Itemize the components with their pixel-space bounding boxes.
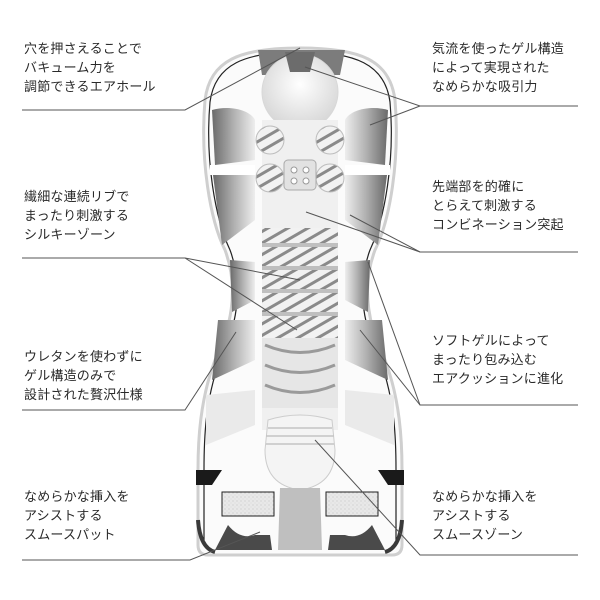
callout-line: 設計された贅沢仕様 <box>24 388 143 403</box>
callout-line: 繊細な連続リブで <box>24 190 130 205</box>
callout-line: ソフトゲルによって <box>432 334 550 349</box>
callout-soft-gel-cushion: ソフトゲルによって まったり包み込む エアクッションに進化 <box>432 332 563 389</box>
callout-silky-zone: 繊細な連続リブで まったり刺激する シルキーゾーン <box>24 188 130 245</box>
callout-gel-only: ウレタンを使わずに ゲル構造のみで 設計された贅沢仕様 <box>24 348 143 405</box>
callout-line: によって実現された <box>432 61 550 76</box>
callout-line: コンビネーション突起 <box>432 218 564 233</box>
callout-line: ウレタンを使わずに <box>24 350 143 365</box>
callout-line: まったり刺激する <box>24 209 130 224</box>
callout-line: なめらかな吸引力 <box>432 80 538 95</box>
inner-canal <box>255 120 345 491</box>
upper-gel-chambers <box>210 108 390 245</box>
callout-line: スムースゾーン <box>432 528 524 543</box>
callout-line: エアクッションに進化 <box>432 372 564 387</box>
callout-line: 調節できるエアホール <box>24 80 156 95</box>
callout-line: アシストする <box>432 509 511 524</box>
callout-suction: 気流を使ったゲル構造 によって実現された なめらかな吸引力 <box>432 40 564 97</box>
callout-line: 先端部を的確に <box>432 180 525 195</box>
leader-lines <box>22 47 578 561</box>
callout-line: 穴を押さえることで <box>24 42 143 57</box>
callout-line: バキューム力を <box>24 61 117 76</box>
callout-line: アシストする <box>24 509 103 524</box>
air-hole-dome <box>258 50 345 131</box>
callout-line: とらえて刺激する <box>432 199 537 214</box>
callout-line: まったり包み込む <box>432 353 538 368</box>
callout-smooth-zone: なめらかな挿入を アシストする スムースゾーン <box>432 488 538 545</box>
cup-base <box>196 470 404 554</box>
callout-combination-bumps: 先端部を的確に とらえて刺激する コンビネーション突起 <box>432 178 564 235</box>
callout-smooth-pad: なめらかな挿入を アシストする スムースパット <box>24 488 130 545</box>
callout-line: ゲル構造のみで <box>24 369 117 384</box>
callout-line: シルキーゾーン <box>24 228 116 243</box>
callout-line: なめらかな挿入を <box>24 490 130 505</box>
middle-gel-chambers <box>206 260 394 445</box>
callout-line: スムースパット <box>24 528 116 543</box>
callout-line: なめらかな挿入を <box>432 490 538 505</box>
callout-line: 気流を使ったゲル構造 <box>432 42 565 57</box>
callout-air-hole: 穴を押さえることで バキューム力を 調節できるエアホール <box>24 40 156 97</box>
